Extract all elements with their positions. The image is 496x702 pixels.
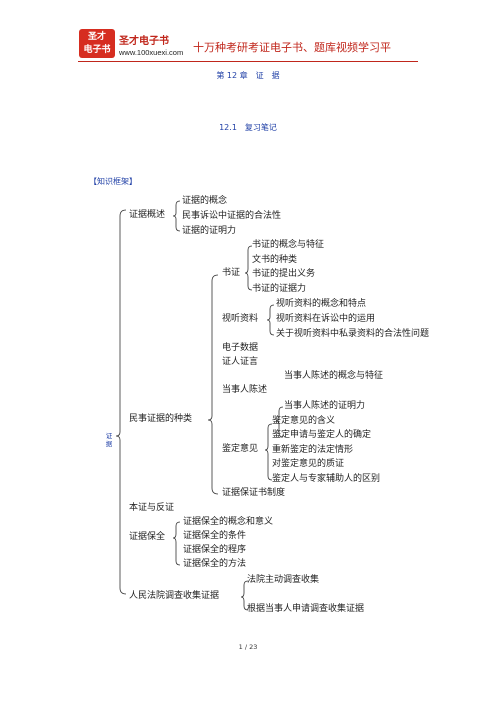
leaf-party-statement-probative: 当事人陈述的证明力 bbox=[284, 401, 366, 411]
court-brace bbox=[240, 580, 249, 611]
leaf-court-initiative: 法院主动调查收集 bbox=[247, 575, 320, 585]
leaf-expert-reappraisal: 重新鉴定的法定情形 bbox=[272, 445, 354, 455]
documentary-brace bbox=[244, 245, 253, 291]
brand-name: 圣才电子书 bbox=[119, 36, 169, 47]
framework-label: 【知识框架】 bbox=[89, 177, 137, 186]
root-brace bbox=[115, 209, 127, 595]
node-expert-opinion: 鉴定意见 bbox=[222, 444, 259, 454]
tree-root: 证据 bbox=[105, 432, 113, 448]
logo-text-top: 圣才 bbox=[87, 32, 106, 42]
overview-brace bbox=[172, 200, 181, 232]
node-evidence-overview: 证据概述 bbox=[129, 210, 166, 220]
node-witness-testimony: 证人证言 bbox=[222, 357, 259, 367]
header-slogan: 十万种考研考证电子书、题库视频学习平 bbox=[193, 41, 391, 54]
node-proof-rebuttal: 本证与反证 bbox=[129, 503, 175, 513]
node-evidence-types: 民事证据的种类 bbox=[129, 414, 193, 424]
page-number: 1 / 23 bbox=[238, 643, 258, 651]
leaf-expert-meaning: 鉴定意见的含义 bbox=[272, 416, 336, 426]
node-court-investigation: 人民法院调查收集证据 bbox=[129, 591, 220, 601]
leaf-expert-crossexam: 对鉴定意见的质证 bbox=[272, 459, 345, 469]
node-evidence-preservation: 证据保全 bbox=[129, 532, 166, 542]
leaf-documentary-force: 书证的证据力 bbox=[252, 284, 307, 294]
leaf-evidence-concept: 证据的概念 bbox=[182, 196, 228, 206]
brand-url[interactable]: www.100xuexi.com bbox=[119, 48, 184, 57]
brand-logo: 圣才 电子书 bbox=[79, 29, 115, 58]
leaf-evidence-probative: 证据的证明力 bbox=[182, 226, 237, 236]
node-documentary: 书证 bbox=[222, 268, 241, 278]
leaf-party-statement-concept: 当事人陈述的概念与特征 bbox=[284, 371, 384, 381]
leaf-preservation-conditions: 证据保全的条件 bbox=[183, 531, 247, 541]
leaf-preservation-concept: 证据保全的概念和意义 bbox=[183, 517, 274, 527]
leaf-documentary-duty: 书证的提出义务 bbox=[252, 269, 316, 279]
leaf-audiovisual-use: 视听资料在诉讼中的运用 bbox=[276, 314, 376, 324]
leaf-audiovisual-legality: 关于视听资料中私录资料的合法性问题 bbox=[276, 329, 430, 339]
leaf-preservation-procedure: 证据保全的程序 bbox=[183, 545, 247, 555]
chapter-title: 第 12 章 证 据 bbox=[216, 71, 280, 80]
types-brace bbox=[207, 274, 219, 495]
expert-opinion-brace bbox=[264, 423, 273, 481]
leaf-audiovisual-concept: 视听资料的概念和特点 bbox=[276, 299, 367, 309]
leaf-documentary-concept: 书证的概念与特征 bbox=[252, 240, 325, 250]
leaf-evidence-legality: 民事诉讼中证据的合法性 bbox=[182, 211, 282, 221]
node-party-statement: 当事人陈述 bbox=[222, 385, 268, 395]
party-statement-brace bbox=[275, 406, 284, 438]
header-divider bbox=[78, 61, 418, 62]
node-preservation-certificate: 证据保证书制度 bbox=[222, 488, 286, 498]
node-electronic-data: 电子数据 bbox=[222, 343, 259, 353]
leaf-expert-vs-assistant: 鉴定人与专家辅助人的区别 bbox=[272, 474, 381, 484]
node-audiovisual: 视听资料 bbox=[222, 314, 259, 324]
logo-text-bottom: 电子书 bbox=[83, 45, 111, 55]
leaf-preservation-methods: 证据保全的方法 bbox=[183, 559, 247, 569]
section-title: 12.1 复习笔记 bbox=[219, 123, 277, 132]
audiovisual-brace bbox=[266, 304, 275, 336]
leaf-court-on-application: 根据当事人申请调查收集证据 bbox=[247, 604, 365, 614]
leaf-expert-application: 鉴定申请与鉴定人的确定 bbox=[272, 430, 372, 440]
leaf-documentary-kinds: 文书的种类 bbox=[252, 255, 298, 265]
preservation-brace bbox=[172, 521, 181, 566]
